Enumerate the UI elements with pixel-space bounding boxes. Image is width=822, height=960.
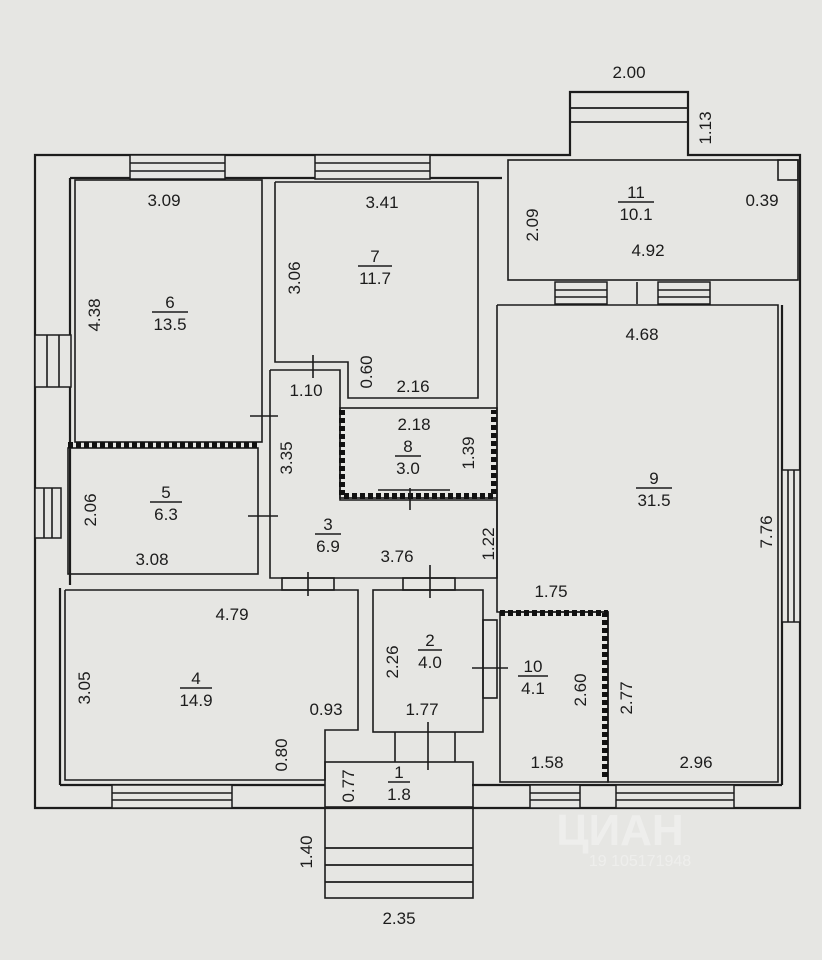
dim-r11-width: 4.92 [631,241,664,260]
dim-r8-width: 2.18 [397,415,430,434]
dim-r6-height: 4.38 [85,298,104,331]
dim-r2-height: 2.26 [383,645,402,678]
room-9-number: 9 [649,469,658,488]
dim-porch-top-depth: 1.13 [696,111,715,144]
dim-r5-width: 3.08 [135,550,168,569]
windows [34,154,801,809]
room-6-area: 13.5 [153,315,186,334]
watermark-brand: ЦИАН [556,806,683,855]
room-7-outline [274,181,479,399]
dim-r4-height: 3.05 [75,671,94,704]
dim-r3-122: 1.22 [479,527,498,560]
room-3-area: 6.9 [316,537,340,556]
dim-r2-width: 1.77 [405,700,438,719]
dim-r7-height: 3.06 [285,261,304,294]
room-4-number: 4 [191,669,200,688]
watermark-id: 19 105171948 [589,853,691,870]
porch-top [570,107,688,123]
room-5-outline [67,447,259,575]
room-10-number: 10 [524,657,543,676]
dim-r8-height: 1.39 [459,436,478,469]
room-5-area: 6.3 [154,505,178,524]
room-3-number: 3 [323,515,332,534]
room-labels: 1 1.8 2 4.0 3 6.9 4 14.9 5 6.3 6 13.5 7 … [150,183,672,804]
door-marks [248,282,638,770]
room-11-outline [507,159,799,281]
room-8-hatched-walls [339,410,497,499]
dim-r4-080: 0.80 [272,738,291,771]
room-9-area: 31.5 [637,491,670,510]
room-6-number: 6 [165,293,174,312]
dim-r9-277: 2.77 [617,681,636,714]
dim-r7-bottom: 2.16 [396,377,429,396]
dim-r11-height: 2.09 [523,208,542,241]
dim-r3-width: 3.76 [380,547,413,566]
room-4-outline [64,589,359,781]
dim-r11-small: 0.39 [745,191,778,210]
dim-r9-top: 4.68 [625,325,658,344]
dim-porch-bottom-depth: 1.40 [297,835,316,868]
room-8-number: 8 [403,437,412,456]
dim-r3-height: 3.35 [277,441,296,474]
room-1-outline [324,761,474,808]
dim-r9-height: 7.76 [757,515,776,548]
dim-r1-077: 0.77 [339,769,358,802]
dimension-labels: 2.00 1.13 3.09 4.38 3.41 3.06 2.09 0.39 … [75,63,779,928]
dim-r6-width: 3.09 [147,191,180,210]
room-11-number: 11 [627,183,645,202]
room-11-niche [777,159,799,181]
dim-corridor-060: 0.60 [357,355,376,388]
watermark: ЦИАН 19 105171948 [556,806,691,870]
room-2-number: 2 [425,631,434,650]
room-7-number: 7 [370,247,379,266]
porch-bottom [324,807,474,899]
room-10-hatched-walls [500,610,608,780]
dim-r4-093: 0.93 [309,700,342,719]
room-2-area: 4.0 [418,653,442,672]
dim-r4-width: 4.79 [215,605,248,624]
room-10-area: 4.1 [521,679,545,698]
porch-bottom-stairs [325,847,473,883]
room-5-number: 5 [161,483,170,502]
dim-r10-height: 2.60 [571,673,590,706]
room-9-outline [496,304,779,783]
dim-r9-bottom: 2.96 [679,753,712,772]
dim-r5-height: 2.06 [81,493,100,526]
dim-r7-width: 3.41 [365,193,398,212]
dim-r10-bottom: 1.58 [530,753,563,772]
room-8-area: 3.0 [396,459,420,478]
room-1-area: 1.8 [387,785,411,804]
room-1-number: 1 [394,763,403,782]
dim-porch-bottom-width: 2.35 [382,909,415,928]
dim-r10-top: 1.75 [534,582,567,601]
dim-porch-top-width: 2.00 [612,63,645,82]
room-11-area: 10.1 [619,205,652,224]
dim-corridor-110: 1.10 [289,381,322,400]
room-7-area: 11.7 [359,269,391,288]
room-4-area: 14.9 [179,691,212,710]
